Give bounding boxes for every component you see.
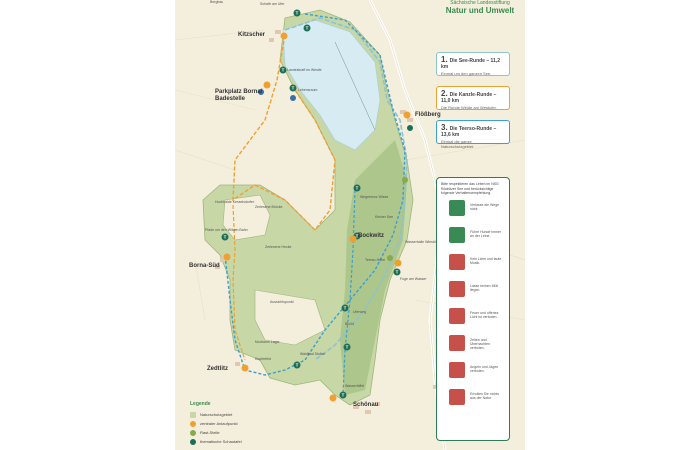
info-board-markers[interactable] <box>221 9 401 399</box>
rule-item: Führe Hunde immer an der Leine. <box>441 223 505 250</box>
rule-icon <box>449 253 465 270</box>
rule-icon <box>449 361 465 378</box>
brand-line2: Natur und Umwelt <box>445 6 515 15</box>
rules-intro: Bitte respektieren das Leben im NSG Rödn… <box>441 182 499 196</box>
inner-island <box>222 194 271 241</box>
label-waldbad: Waldbad Stollen <box>300 352 326 356</box>
place-parkplatz: Parkplatz Borna/ Badestelle <box>215 89 263 103</box>
hub-swatch <box>190 420 196 427</box>
rule-text: Feuer und offenes Licht ist verboten. <box>470 310 499 319</box>
rule-icon <box>449 199 465 216</box>
rule-text: Kein Lärm und laute Musik. <box>470 256 502 265</box>
reserve-swatch <box>190 411 196 418</box>
rule-text: Erholtes Sie nichts aus der Natur. <box>470 391 499 400</box>
info-letter: T <box>356 186 359 191</box>
info-letter: T <box>296 363 299 368</box>
rule-item: Lasse keinen Müll liegen. <box>441 277 505 304</box>
rule-text: Führe Hunde immer an der Leine. <box>470 229 502 238</box>
label-bucht: Bucht <box>345 322 354 326</box>
place-schonau: Schönau <box>353 402 379 408</box>
map-canvas: T T T T T T T T T T T T <box>175 0 525 450</box>
legend-item: zentraler Anlaufpunkt <box>190 419 242 428</box>
brand-line1: Sächsische Landesstiftung <box>450 0 510 6</box>
route-blue <box>224 13 406 376</box>
info-letter: T <box>356 234 359 239</box>
label-wasserhalle: Wasserhalle Wiestöhler <box>405 240 442 244</box>
rule-item: Erholtes Sie nichts aus der Natur. <box>441 385 505 412</box>
rule-text: Zelten und Übernachten verboten. <box>470 337 491 351</box>
rule-icon <box>449 388 465 405</box>
rule-item: Kein Lärm und laute Musik. <box>441 250 505 277</box>
rule-item: Verlasse die Wege nicht. <box>441 196 505 223</box>
label-lebensraum: Lebensraum <box>298 88 318 92</box>
rules-list: Verlasse die Wege nicht. Führe Hunde imme… <box>441 196 505 412</box>
label-wasserhiffel: Wasserhiffel <box>345 384 365 388</box>
place-borna-sued: Borna-Süd <box>189 263 220 269</box>
place-flossberg: Flößberg <box>415 112 441 118</box>
info-letter: T <box>346 345 349 350</box>
route-lightblue <box>284 17 408 361</box>
info-letter: T <box>342 393 345 398</box>
label-uferweg: Uferweg <box>353 310 367 314</box>
rule-item: Feuer und offenes Licht ist verboten. <box>441 304 505 331</box>
info-letter: T <box>396 270 399 275</box>
legend-item: Rast-Stelle <box>190 428 242 437</box>
label-wegekreuz: Wegekreuz Wiese <box>360 195 389 199</box>
label-aussichtspunkt: Aussichtspunkt <box>270 300 294 304</box>
info-letter: T <box>224 235 227 240</box>
label-teerso: Teerso-Höhe <box>365 258 386 262</box>
place-kitzscher: Kitzscher <box>238 32 266 38</box>
route-orange <box>232 34 336 232</box>
place-bockwitz: Bockwitz <box>358 233 385 239</box>
legend: Legende Naturschutzgebiet zentraler Anla… <box>190 401 242 446</box>
hub-markers[interactable] <box>223 32 411 402</box>
route-card-kanzle[interactable]: 2.Die Kanzle-Runde – 11,0 km Die Runde W… <box>436 86 510 110</box>
rule-icon <box>449 334 465 351</box>
rule-text: Verlasse die Wege nicht. <box>470 202 500 211</box>
rest-markers[interactable] <box>258 89 413 261</box>
brand-block: Sächsische Landesstiftung Natur und Umwe… <box>435 0 525 15</box>
info-letter: T <box>306 26 309 31</box>
label-hochhalde: Hochhalde Kesselsdorfer <box>215 200 255 204</box>
label-kleine-see: Kleiner See <box>375 215 394 219</box>
info-letter: T <box>344 306 347 311</box>
label-bergbau: Bergbau <box>210 0 224 4</box>
rule-item: Angeln und Jagen verboten. <box>441 358 505 385</box>
rule-text: Lasse keinen Müll liegen. <box>470 283 499 292</box>
label-borna-weg: Pfade um den Wilden Bahn <box>205 228 248 232</box>
rule-item: Zelten und Übernachten verboten. <box>441 331 505 358</box>
info-letter: T <box>296 11 299 16</box>
label-mudraum: Mudraum Lager <box>255 340 280 344</box>
rule-icon <box>449 307 465 324</box>
rule-icon <box>449 226 465 243</box>
legend-item: thematische Schautafel <box>190 437 242 446</box>
place-zedtlitz: Zedtlitz <box>207 366 228 372</box>
info-letter: T <box>282 68 285 73</box>
label-brucke: Zerlesene Hecke <box>265 245 292 249</box>
legend-title: Legende <box>190 401 211 407</box>
rule-icon <box>449 280 465 297</box>
inner-clearing <box>254 289 326 346</box>
lake <box>282 19 381 151</box>
info-letter: T <box>292 86 295 91</box>
route-card-see[interactable]: 1.Die See-Runde – 11,2 km Einmal um den … <box>436 52 510 76</box>
info-swatch <box>190 438 196 445</box>
legend-item: Naturschutzgebiet <box>190 410 242 419</box>
label-kitzscher-note: Schaftr am Ufer <box>260 2 285 6</box>
behavior-rules-panel: Bitte respektieren das Leben im NSG Rödn… <box>436 177 510 441</box>
label-zerlesene: Zerlesene Brücke <box>255 205 283 209</box>
forest-area <box>340 140 407 395</box>
route-card-teerso[interactable]: 3.Die Teerso-Runde – 13,6 km Einmal die … <box>436 120 510 149</box>
rest-swatch <box>190 429 196 436</box>
label-kupferfeld: Kupferfeld <box>255 357 271 361</box>
rule-text: Angeln und Jagen verboten. <box>470 364 499 373</box>
label-fuge: Fuge am Wasser <box>400 277 427 281</box>
label-landeskraft: Landeskraft im Westle <box>287 68 322 72</box>
